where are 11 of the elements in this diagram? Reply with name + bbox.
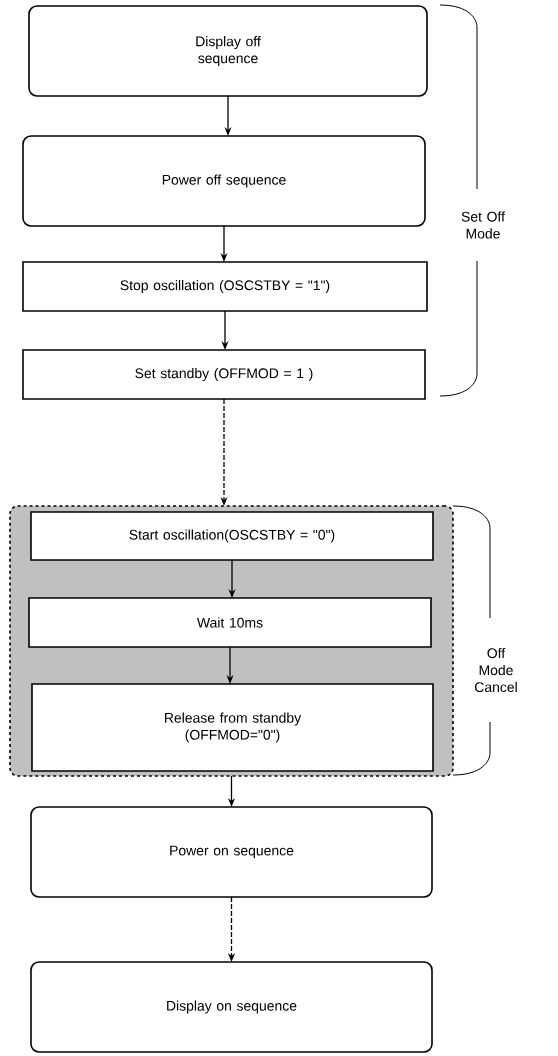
process-box: Display on sequence — [30, 961, 433, 1053]
bracket-label: Set Off Mode — [461, 211, 505, 239]
process-box: Set standby (OFFMOD = 1 ) — [22, 349, 426, 400]
process-box: Display off sequence — [28, 5, 428, 97]
bracket-label: Off Mode Cancel — [475, 647, 517, 693]
process-box: Start oscillation(OSCSTBY = "0") — [30, 511, 434, 561]
process-box: Power off sequence — [22, 135, 426, 227]
process-box: Stop oscillation (OSCSTBY = "1") — [22, 261, 428, 312]
process-box: Wait 10ms — [28, 597, 432, 648]
process-box: Power on sequence — [30, 806, 433, 898]
process-box: Release from standby (OFFMOD="0") — [31, 683, 434, 772]
